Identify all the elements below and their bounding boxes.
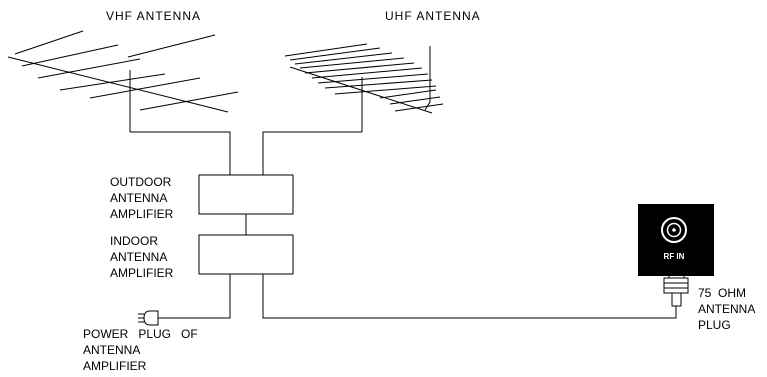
power-plug-label-line2: ANTENNA — [83, 343, 141, 357]
indoor-amplifier-box — [198, 234, 294, 275]
rf-cable — [262, 274, 677, 319]
power-plug-label-line1: POWER PLUG OF — [83, 327, 198, 341]
indoor-amplifier-label: INDOOR ANTENNA AMPLIFIER — [110, 233, 173, 281]
antenna-plug-label-line2: ANTENNA — [698, 302, 756, 316]
uhf-antenna-label: UHF ANTENNA — [385, 9, 481, 23]
antenna-cables — [130, 131, 362, 175]
antenna-plug-label-line3: PLUG — [698, 318, 731, 332]
outdoor-amplifier-label-line1: OUTDOOR — [110, 175, 172, 189]
outdoor-amplifier-label: OUTDOOR ANTENNA AMPLIFIER — [110, 174, 173, 222]
outdoor-amplifier-label-line3: AMPLIFIER — [110, 207, 174, 221]
rf-in-label: RF IN — [664, 252, 685, 261]
indoor-amplifier-label-line3: AMPLIFIER — [110, 266, 174, 280]
uhf-antenna — [284, 43, 444, 132]
antenna-plug-label: 75 OHM ANTENNA PLUG — [698, 285, 755, 333]
outdoor-amplifier-label-line2: ANTENNA — [110, 191, 168, 205]
power-plug-label-line3: AMPLIFIER — [83, 359, 147, 373]
power-plug-label: POWER PLUG OF ANTENNA AMPLIFIER — [83, 326, 198, 374]
antenna-plug-label-line1: 75 OHM — [698, 286, 747, 300]
indoor-amplifier-label-line2: ANTENNA — [110, 250, 168, 264]
vhf-antenna-label: VHF ANTENNA — [106, 9, 202, 23]
vhf-antenna — [7, 30, 239, 132]
indoor-amplifier-label-line1: INDOOR — [110, 234, 158, 248]
antenna-plug-icon — [663, 271, 689, 307]
rf-in-panel: RF IN — [638, 204, 714, 276]
outdoor-amplifier-box — [198, 174, 294, 215]
power-plug — [138, 274, 231, 326]
